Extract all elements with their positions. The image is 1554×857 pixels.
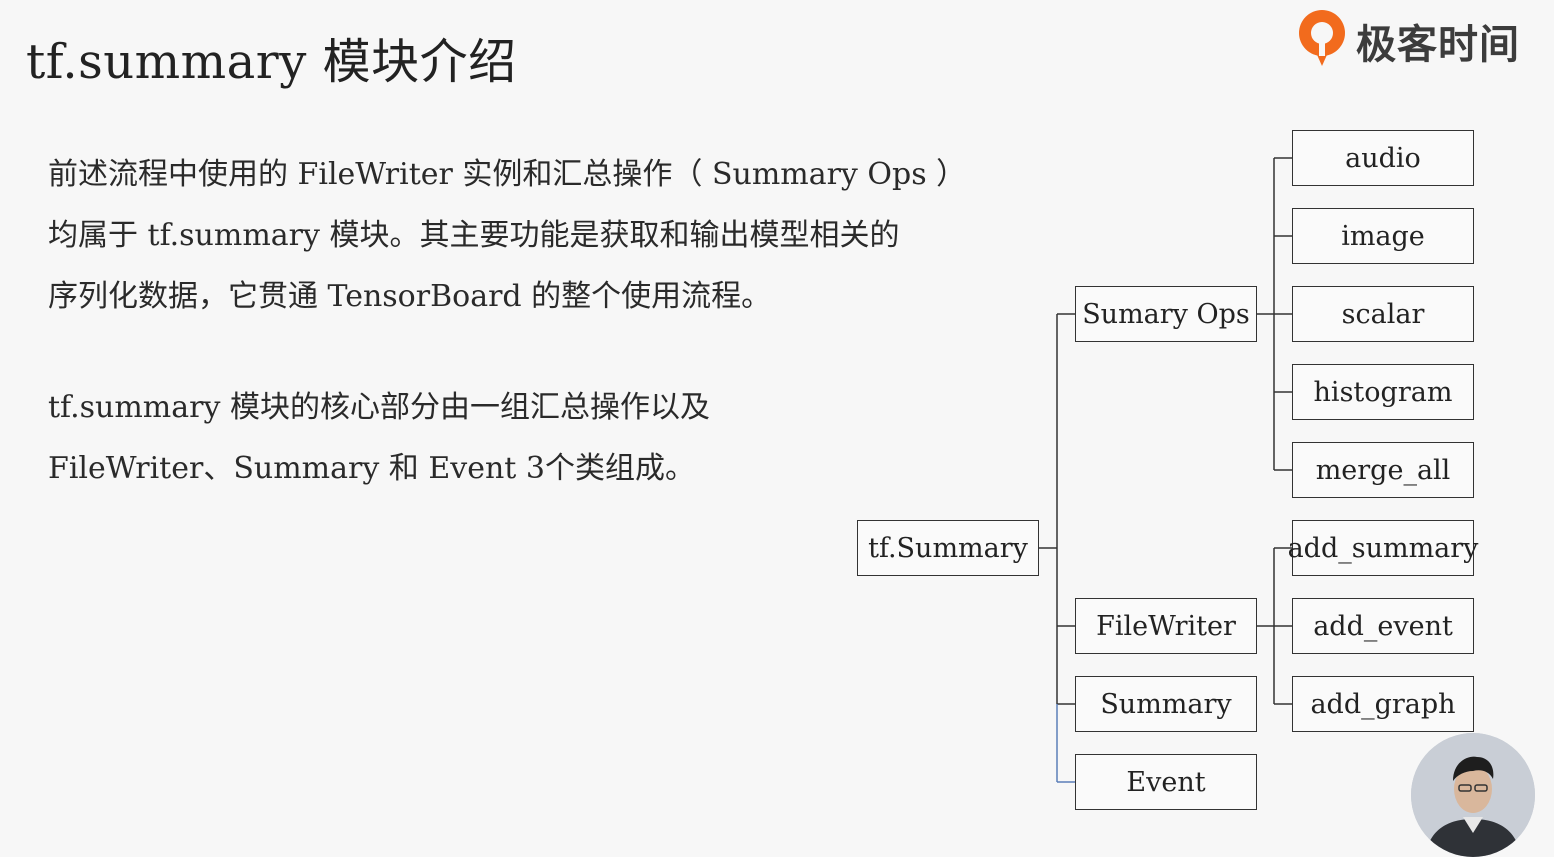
slide-title: tf.summary 模块介绍 bbox=[26, 34, 517, 90]
node-scalar: scalar bbox=[1292, 286, 1474, 342]
intro-line: 前述流程中使用的 FileWriter 实例和汇总操作（ Summary Ops… bbox=[48, 157, 967, 192]
node-histogram: histogram bbox=[1292, 364, 1474, 420]
node-summary-ops: Sumary Ops bbox=[1075, 286, 1257, 342]
node-audio: audio bbox=[1292, 130, 1474, 186]
brand-name: 极客时间 bbox=[1356, 22, 1520, 68]
node-event: Event bbox=[1075, 754, 1257, 810]
intro-line: 均属于 tf.summary 模块。其主要功能是获取和输出模型相关的 bbox=[48, 218, 900, 253]
intro-line: 序列化数据，它贯通 TensorBoard 的整个使用流程。 bbox=[48, 279, 772, 314]
brand-logo: 极客时间 bbox=[1296, 6, 1546, 70]
geektime-logo-icon bbox=[1299, 10, 1345, 66]
presenter-avatar bbox=[1411, 733, 1535, 857]
node-summary: Summary bbox=[1075, 676, 1257, 732]
node-add-summary: add_summary bbox=[1288, 520, 1478, 576]
core-paragraph: tf.summary 模块的核心部分由一组汇总操作以及 FileWriter、S… bbox=[48, 377, 988, 499]
intro-paragraph: 前述流程中使用的 FileWriter 实例和汇总操作（ Summary Ops… bbox=[48, 144, 988, 327]
node-add-event: add_event bbox=[1292, 598, 1474, 654]
node-tf-summary: tf.Summary bbox=[857, 520, 1039, 576]
node-image: image bbox=[1292, 208, 1474, 264]
presenter-silhouette-icon bbox=[1411, 733, 1535, 857]
node-filewriter: FileWriter bbox=[1075, 598, 1257, 654]
core-line: FileWriter、Summary 和 Event 3个类组成。 bbox=[48, 451, 695, 486]
node-add-graph: add_graph bbox=[1292, 676, 1474, 732]
core-line: tf.summary 模块的核心部分由一组汇总操作以及 bbox=[48, 390, 710, 425]
node-merge-all: merge_all bbox=[1292, 442, 1474, 498]
